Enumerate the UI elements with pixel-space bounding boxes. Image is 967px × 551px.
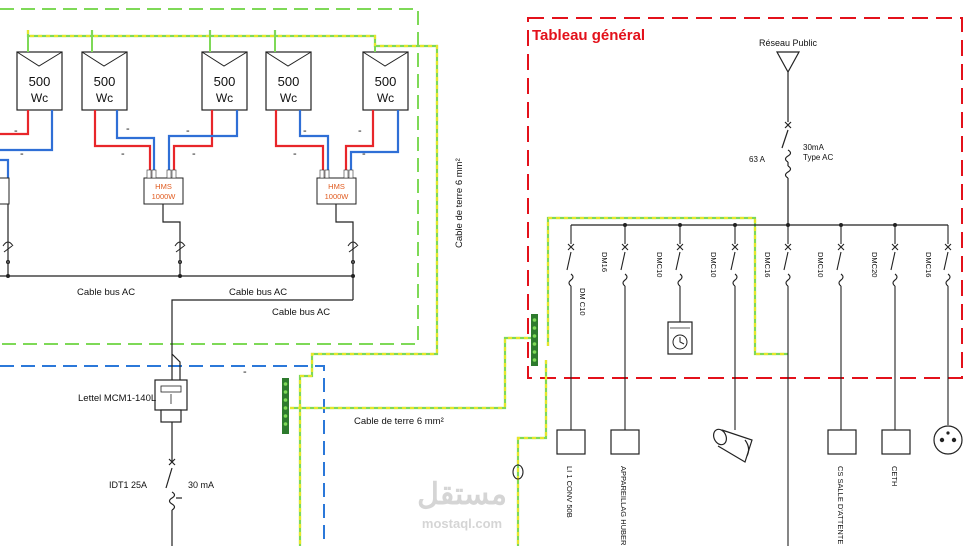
micro-inverter: HMS 1000W [316, 169, 357, 205]
watermark: مستقل mostaql.com [417, 478, 507, 531]
svg-text:1000W: 1000W [152, 192, 177, 201]
ac-bus-wiring [0, 204, 354, 380]
polarity-minus-signs: -- -- -- -- -- [14, 123, 366, 160]
antenna-grid-icon [775, 51, 801, 225]
micro-inverter: HMS 1000W [143, 169, 184, 205]
svg-text:-: - [362, 148, 366, 160]
grid-zone-border [0, 365, 325, 546]
junction-dots [6, 274, 355, 278]
load-socket-icon [827, 429, 857, 455]
svg-text:500: 500 [375, 74, 397, 89]
svg-text:HMS: HMS [155, 182, 172, 191]
svg-text:Wc: Wc [216, 91, 233, 105]
dc-wiring [0, 110, 400, 178]
reseau-public-label: Réseau Public [759, 38, 818, 48]
cable-bus-label: Cable bus AC [77, 287, 135, 298]
pv-panel: 500 Wc [201, 51, 248, 111]
svg-text:Wc: Wc [377, 91, 394, 105]
earth-cable-vertical-label: Cable de terre 6 mm² [454, 158, 465, 248]
load-socket-icon [556, 429, 586, 455]
svg-text:-: - [121, 148, 125, 160]
idt-breaker-icon [165, 422, 182, 546]
water-heater-icon [712, 428, 753, 463]
svg-text:Wc: Wc [96, 91, 113, 105]
load-socket-icon [881, 429, 911, 455]
pv-panel: 500 Wc [81, 51, 128, 111]
idt-diff-label: 30 mA [188, 480, 214, 490]
meter-minus: - [243, 366, 247, 378]
svg-text:1000W: 1000W [325, 192, 350, 201]
power-outlet-icon [933, 425, 963, 455]
svg-text:-: - [126, 123, 130, 135]
breaker-label: DMC10 [709, 252, 718, 277]
ac-connector-icon [174, 241, 186, 264]
breaker-label: DMC10 [816, 252, 825, 277]
meter-label: Lettel MCM1-140L [78, 393, 156, 404]
breaker-label: DMC20 [870, 252, 879, 277]
cable-bus-label: Cable bus AC [229, 287, 287, 298]
load-label: LI 1 CONV 50B [565, 466, 574, 518]
svg-text:مستقل: مستقل [417, 478, 507, 511]
main-breaker-diff: 30mA [803, 143, 825, 152]
earth-rod-icon [512, 464, 524, 480]
main-breaker-type: Type AC [803, 153, 833, 162]
ac-connector-icon [2, 241, 14, 264]
timer-clock-icon [667, 321, 693, 355]
earth-cable-horizontal-label: Cable de terre 6 mm² [354, 416, 444, 427]
idt-label: IDT1 25A [109, 480, 147, 490]
cable-bus-label: Cable bus AC [272, 307, 330, 318]
svg-text:-: - [358, 125, 362, 137]
load-label: CS SALLE D'ATTENTE [836, 466, 845, 544]
load-label: CETH [890, 466, 899, 486]
svg-text:Wc: Wc [31, 91, 48, 105]
breaker-label: DMC16 [924, 252, 933, 277]
svg-text:-: - [20, 148, 24, 160]
pv-panel: 500 Wc [16, 51, 63, 111]
svg-text:Wc: Wc [280, 91, 297, 105]
breaker-label: DM16 [600, 252, 609, 272]
breaker-labels: DM C10 DM16 DMC10 DMC10 DMC16 DMC10 DMC2… [578, 252, 933, 316]
svg-text:mostaql.com: mostaql.com [422, 516, 502, 531]
breaker-label: DMC10 [655, 252, 664, 277]
micro-inverter-left-partial [0, 177, 10, 205]
load-labels: LI 1 CONV 50B APPAREILLAG HUBER 1 CS SAL… [565, 466, 899, 551]
tableau-general-title: Tableau général [532, 27, 645, 44]
svg-text:-: - [293, 148, 297, 160]
tableau-general-border [527, 17, 963, 379]
ac-connector-icon [347, 241, 359, 264]
panel-earth-drops [27, 36, 376, 52]
load-label: APPAREILLAG HUBER 1 [619, 466, 628, 546]
breaker-label: DMC16 [763, 252, 772, 277]
earth-terminal-bar-left [282, 378, 289, 434]
svg-text:-: - [14, 125, 18, 137]
load-socket-icon [610, 429, 640, 455]
earth-terminal-bar-right [531, 314, 538, 366]
svg-text:500: 500 [278, 74, 300, 89]
svg-text:-: - [303, 125, 307, 137]
svg-text:500: 500 [214, 74, 236, 89]
breaker-label: DM C10 [578, 288, 587, 316]
main-breaker-rating: 63 A [749, 155, 766, 164]
pv-panel: 500 Wc [362, 51, 409, 111]
svg-text:-: - [192, 148, 196, 160]
svg-text:500: 500 [29, 74, 51, 89]
svg-text:500: 500 [94, 74, 116, 89]
pv-panel: 500 Wc [265, 51, 312, 111]
svg-text:HMS: HMS [328, 182, 345, 191]
earth-cable [26, 30, 788, 546]
breaker-feeders [566, 225, 952, 546]
energy-meter-icon [154, 379, 188, 423]
svg-text:-: - [186, 125, 190, 137]
